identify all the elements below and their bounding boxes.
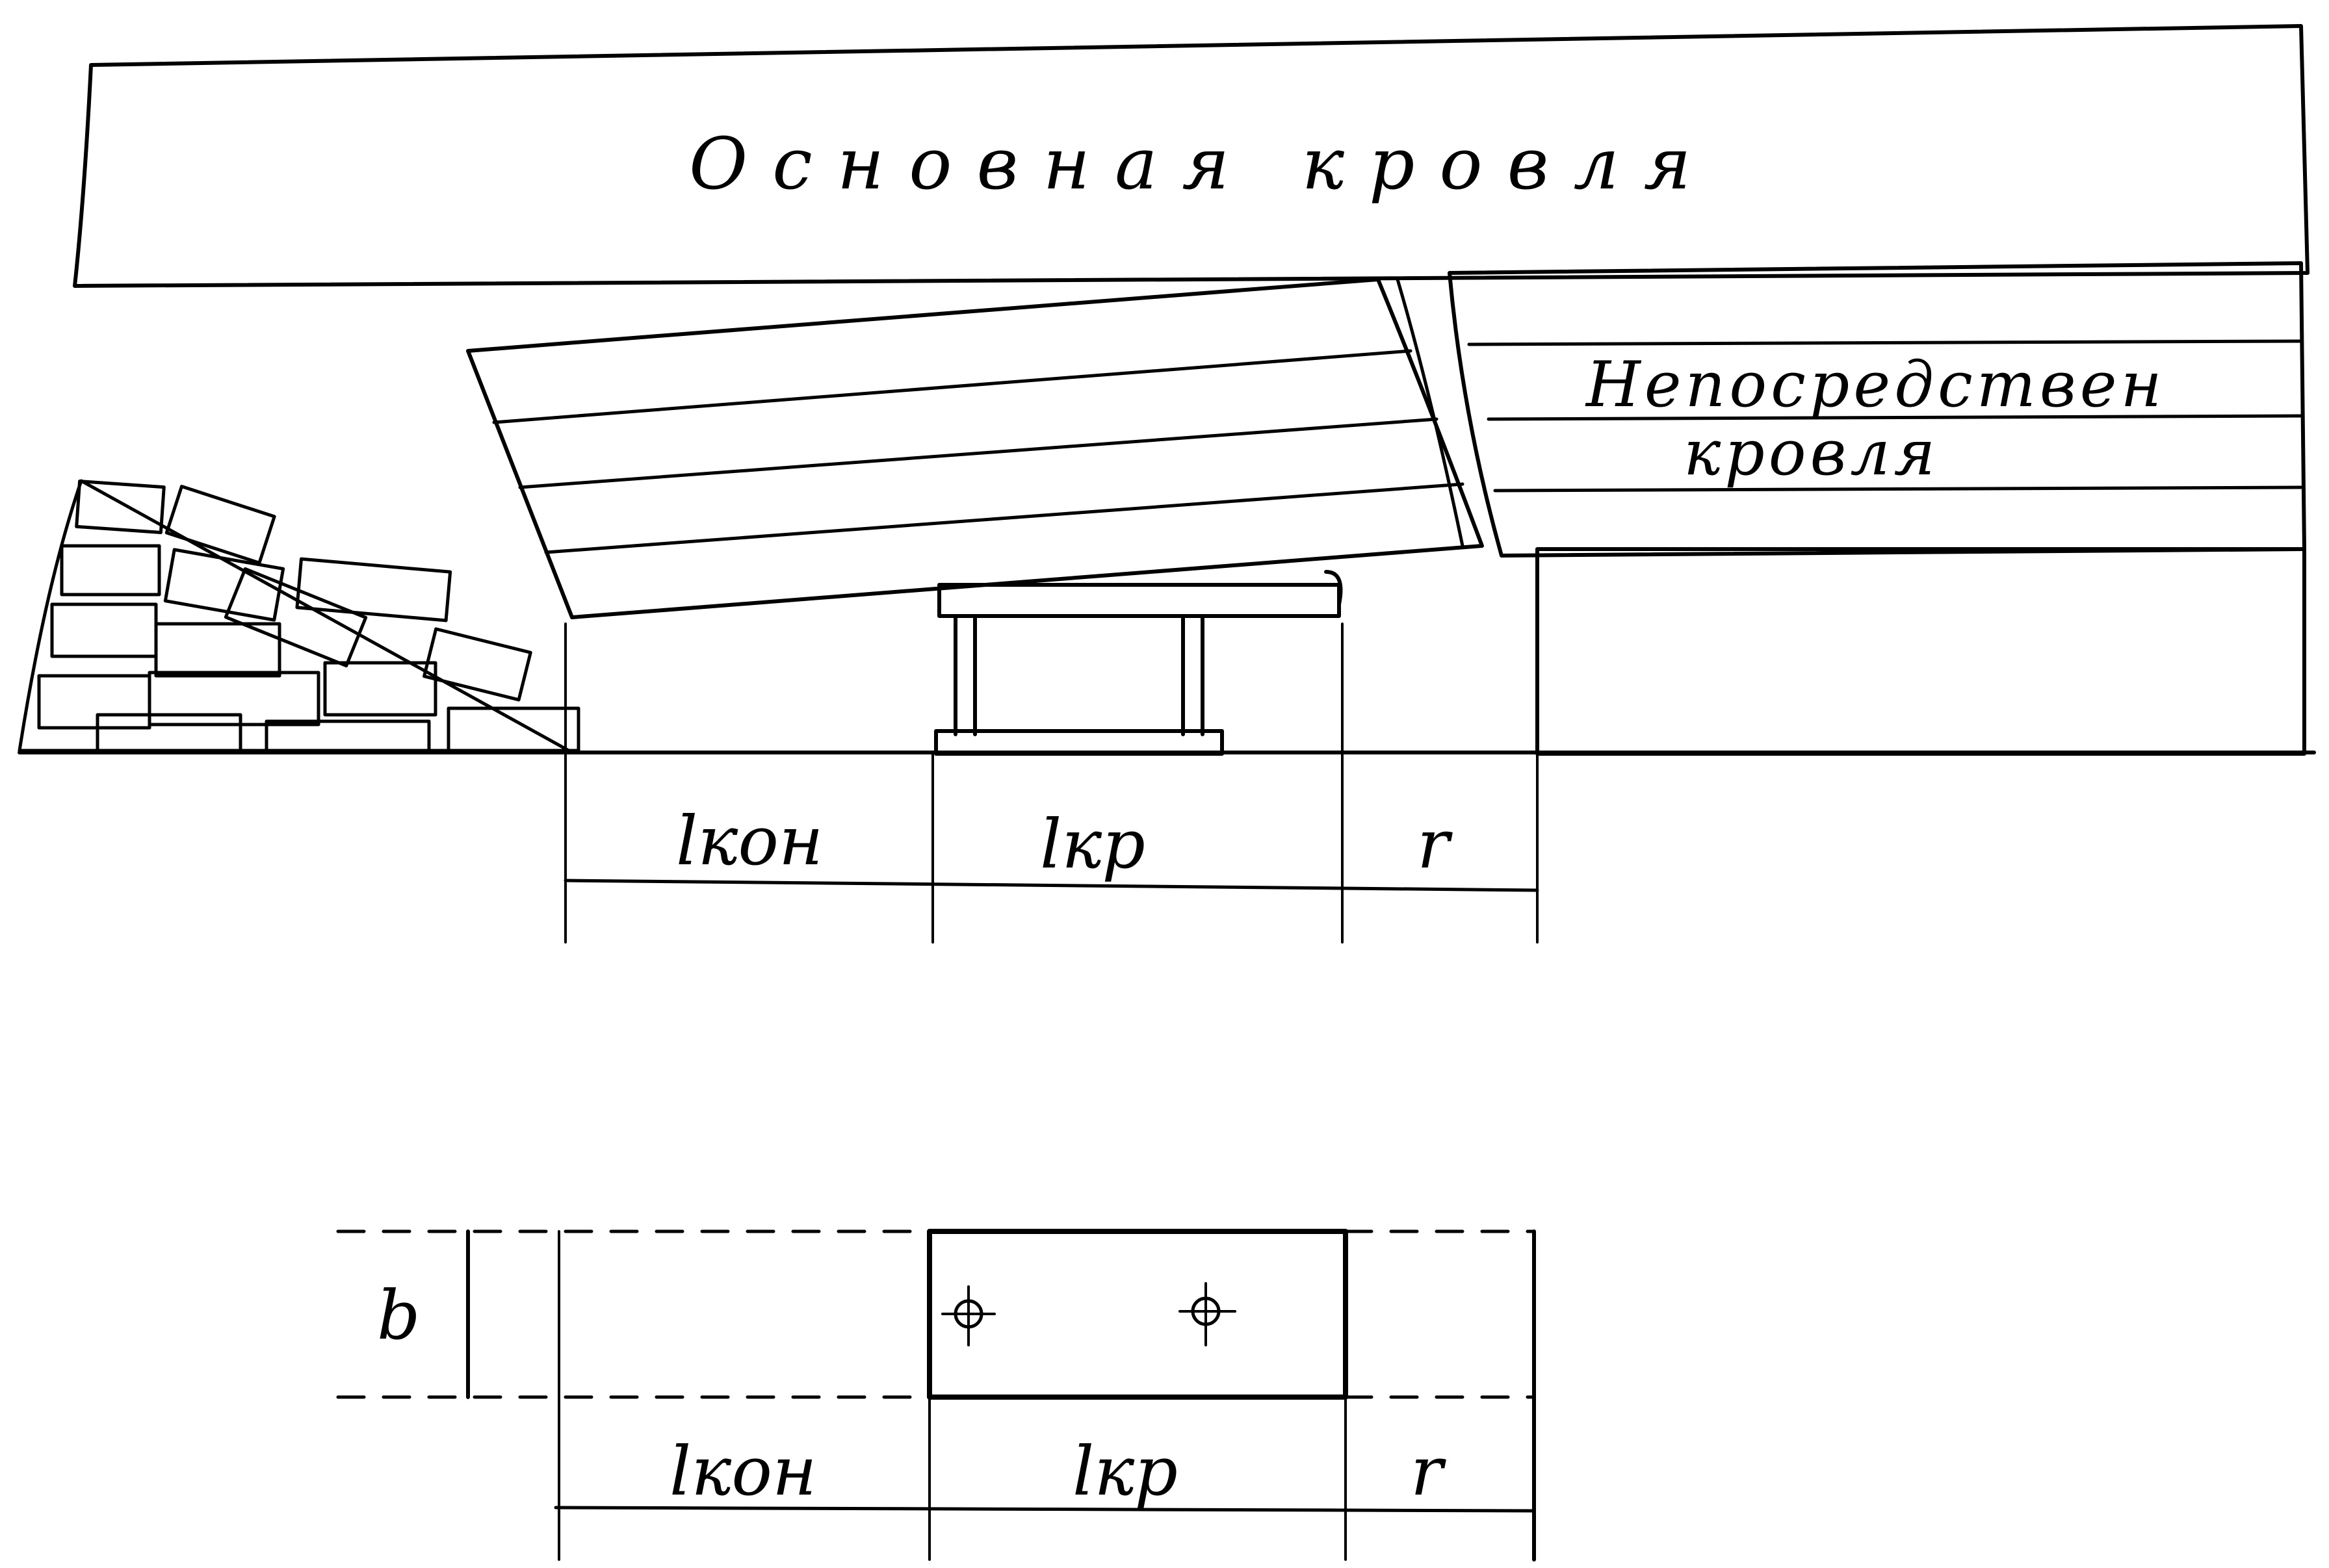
prop-marker — [941, 1285, 996, 1346]
immediate-roof-layer: Непосредствен кровля — [1448, 261, 2306, 558]
roof-support-unit — [934, 570, 1343, 756]
side-view-dimensions: lкон lкр r — [564, 623, 1539, 944]
prop-marker — [1178, 1282, 1236, 1346]
main-roof-layer: Основная кровля — [73, 24, 2309, 288]
tilted-immediate-roof — [466, 277, 1484, 619]
dim-r-plan: r — [1411, 1432, 1446, 1511]
immediate-roof-label-line1: Непосредствен — [1585, 348, 2166, 421]
plan-view: b lкон lкр r — [336, 1229, 1536, 1562]
support-footprint — [927, 1229, 1348, 1400]
dim-l-kon-side: lкон — [676, 801, 823, 880]
dim-l-kr-side: lкр — [1040, 804, 1145, 884]
main-roof-label: Основная кровля — [689, 122, 1716, 205]
dim-l-kr-plan: lкр — [1073, 1432, 1178, 1511]
dim-b-plan: b — [377, 1276, 421, 1355]
dim-r-side: r — [1417, 804, 1453, 884]
coal-seam-block — [1535, 547, 2306, 756]
caved-rock-pile — [18, 479, 580, 752]
immediate-roof-label-line2: кровля — [1684, 417, 1939, 489]
dim-l-kon-plan: lкон — [670, 1432, 816, 1511]
